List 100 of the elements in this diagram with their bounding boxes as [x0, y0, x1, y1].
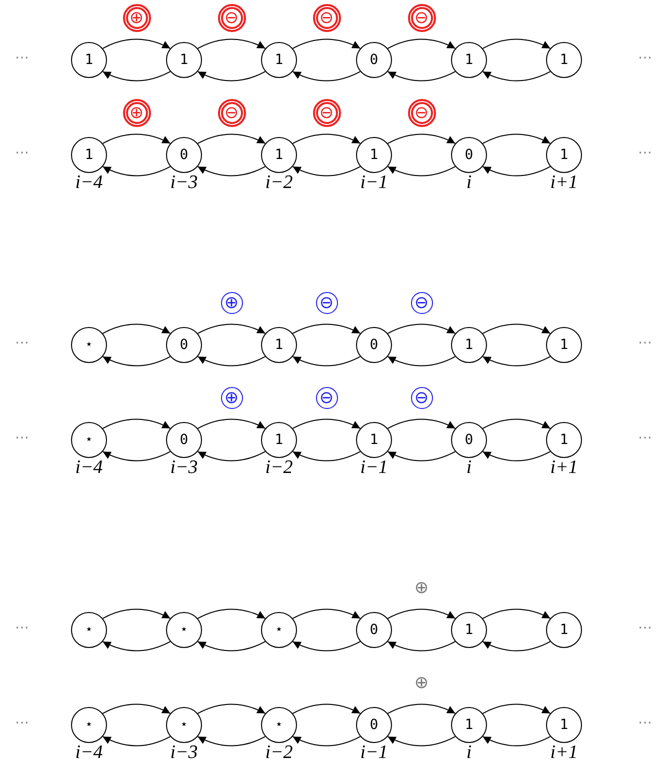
arrow [102, 166, 171, 176]
arrow [197, 418, 266, 429]
state-circle: 1 [546, 612, 582, 648]
state-circle: ⋆ [71, 707, 107, 743]
arrow [197, 134, 266, 144]
arrow [387, 704, 456, 714]
state-circle: 1 [261, 422, 297, 458]
index-label: i+1 [550, 457, 578, 479]
arrow [197, 324, 266, 334]
ellipsis: ⋯ [638, 620, 652, 636]
arrow [482, 736, 551, 746]
arrow [482, 704, 551, 714]
arrow [102, 608, 171, 619]
arrow [197, 38, 266, 49]
index-label: i [466, 457, 472, 479]
arrow [102, 704, 171, 714]
arrow [197, 608, 266, 619]
state-circle: 0 [166, 422, 202, 458]
ellipsis: ⋯ [15, 715, 29, 731]
arrow [482, 641, 551, 652]
ellipsis: ⋯ [638, 335, 652, 351]
edge-label: ⊕ [122, 4, 150, 32]
arrow [482, 38, 551, 49]
arrow [292, 38, 361, 49]
index-label: i−4 [75, 742, 103, 764]
arrow [102, 356, 171, 366]
state-circle: ⋆ [71, 422, 107, 458]
arrow [292, 166, 361, 176]
arrow [387, 736, 456, 746]
arrow [102, 736, 171, 746]
state-circle: 1 [71, 137, 107, 173]
index-label: i [466, 742, 472, 764]
index-label: i−1 [360, 742, 388, 764]
state-circle: ⋆ [261, 612, 297, 648]
state-circle: 1 [546, 422, 582, 458]
state-circle: 1 [166, 42, 202, 78]
arrow [387, 608, 456, 619]
state-circle: 0 [356, 327, 392, 363]
arrow [387, 166, 456, 176]
edge-label: ⊖ [316, 292, 338, 314]
arrow [387, 134, 456, 144]
state-circle: 1 [356, 422, 392, 458]
state-circle: ⋆ [71, 612, 107, 648]
arrow [387, 451, 456, 462]
arrow [197, 356, 266, 366]
arrow [292, 356, 361, 366]
arrow [387, 38, 456, 49]
edge-label: ⊕ [220, 292, 242, 314]
arrow [292, 418, 361, 429]
index-label: i [466, 172, 472, 194]
arrow [387, 324, 456, 334]
arrow [102, 641, 171, 652]
state-circle: ⋆ [166, 612, 202, 648]
edge-label: ⊖ [410, 292, 432, 314]
index-label: i−3 [170, 172, 198, 194]
arrow [102, 451, 171, 462]
arrow [482, 356, 551, 366]
arrow [482, 451, 551, 462]
index-label: i−4 [75, 457, 103, 479]
ellipsis: ⋯ [638, 50, 652, 66]
arrow [292, 608, 361, 619]
arrow [482, 324, 551, 334]
ellipsis: ⋯ [15, 620, 29, 636]
state-circle: 0 [451, 422, 487, 458]
arrow [102, 71, 171, 82]
state-circle: 1 [546, 137, 582, 173]
arrow [197, 166, 266, 176]
index-label: i−4 [75, 172, 103, 194]
index-label: i+1 [550, 742, 578, 764]
arrow [482, 608, 551, 619]
arrow [387, 356, 456, 366]
ellipsis: ⋯ [638, 145, 652, 161]
ellipsis: ⋯ [15, 335, 29, 351]
state-circle: 1 [546, 327, 582, 363]
arrow [292, 71, 361, 82]
edge-label: ⊖ [410, 387, 432, 409]
state-circle: 0 [356, 42, 392, 78]
index-label: i−3 [170, 742, 198, 764]
edge-label: ⊖ [312, 4, 340, 32]
index-label: i−2 [265, 457, 293, 479]
index-label: i−1 [360, 172, 388, 194]
ellipsis: ⋯ [15, 50, 29, 66]
ellipsis: ⋯ [638, 430, 652, 446]
arrow [197, 736, 266, 746]
arrow [197, 641, 266, 652]
ellipsis: ⋯ [15, 430, 29, 446]
index-label: i+1 [550, 172, 578, 194]
state-circle: 0 [166, 327, 202, 363]
state-circle: 1 [546, 42, 582, 78]
state-circle: 1 [546, 707, 582, 743]
index-label: i−2 [265, 742, 293, 764]
arrow [102, 134, 171, 144]
arrow [387, 641, 456, 652]
edge-label: ⊖ [312, 99, 340, 127]
arrow [292, 641, 361, 652]
arrow [292, 736, 361, 746]
state-circle: 0 [166, 137, 202, 173]
state-circle: ⋆ [261, 707, 297, 743]
state-circle: 1 [261, 327, 297, 363]
state-circle: 1 [71, 42, 107, 78]
